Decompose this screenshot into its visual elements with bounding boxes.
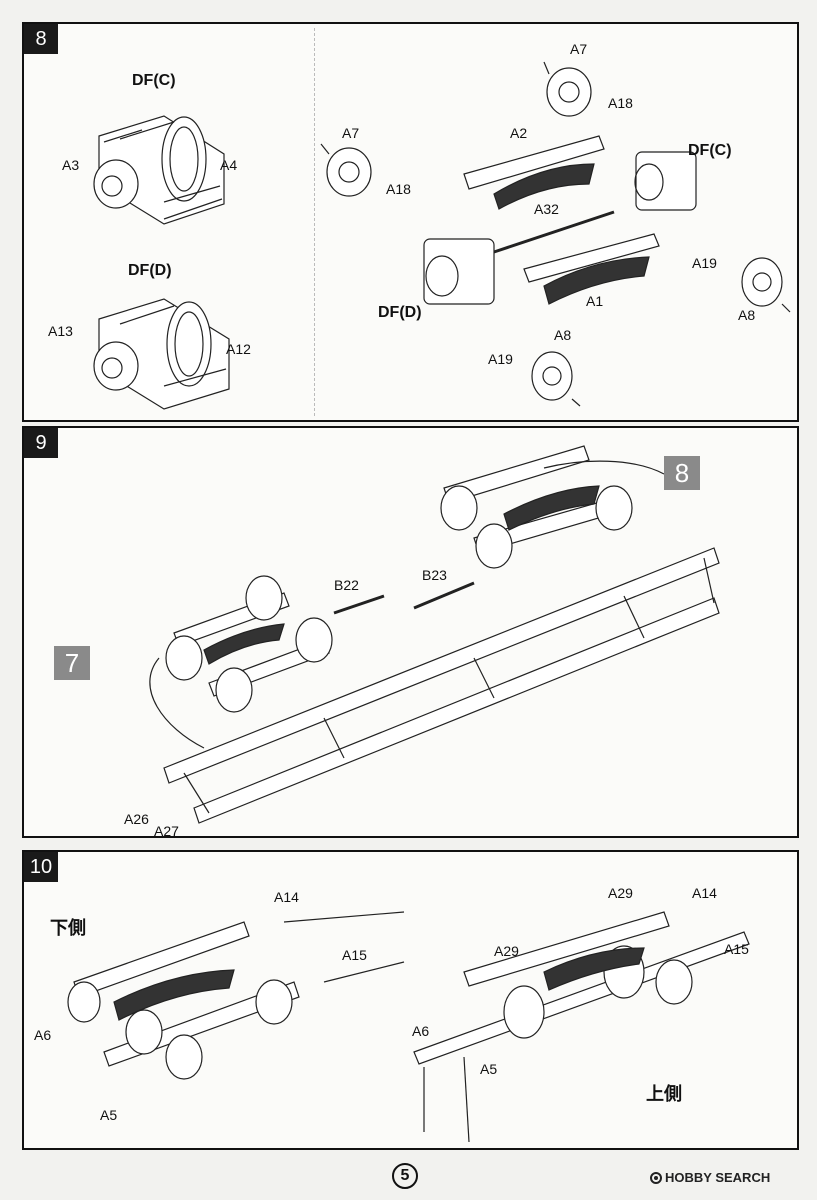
label-a27: A27 (154, 823, 179, 839)
label-a7-top: A7 (570, 41, 588, 57)
label-a3: A3 (62, 157, 80, 173)
drive-shaft-b22 (333, 594, 385, 615)
differential-housing-dfd (93, 298, 230, 410)
label-a5-right: A5 (480, 1061, 498, 1077)
wheel-a8-right (741, 257, 783, 307)
label-a18-left: A18 (386, 181, 411, 197)
label-a7-left: A7 (342, 125, 360, 141)
leader-line (149, 657, 205, 749)
leaf-spring-a2 (463, 135, 605, 210)
leaf-spring-a1 (523, 233, 660, 305)
step-10-drawing (67, 911, 750, 1143)
label-a13: A13 (48, 323, 73, 339)
label-a15-right: A15 (724, 941, 749, 957)
label-dfd-right: DF(D) (378, 304, 422, 321)
rear-bogie-7 (165, 575, 333, 713)
differential-housing-dfc (93, 115, 225, 225)
label-underside: 下側 (50, 918, 86, 939)
page-number: 5 (392, 1163, 418, 1189)
callout-step-7: 7 (54, 646, 90, 680)
label-a32: A32 (534, 201, 559, 217)
step-number: 9 (24, 428, 58, 458)
watermark-brand: HOBBY SEARCH (650, 1170, 770, 1185)
leader-line (543, 460, 665, 475)
label-dfc-right: DF(C) (688, 142, 732, 159)
step-10-panel: 10 下側 上側 A14 A15 A6 A5 A29 A (22, 850, 799, 1150)
callout-step-8: 8 (664, 456, 700, 490)
front-bogie-8 (440, 445, 633, 569)
label-a29-top: A29 (608, 885, 633, 901)
step-number: 10 (24, 852, 58, 882)
axle-housing-dfc-right (634, 151, 697, 211)
wheel-a8-bottom (531, 351, 573, 401)
label-b23: B23 (422, 567, 447, 583)
brand-name: HOBBY SEARCH (665, 1170, 771, 1185)
label-a1: A1 (586, 293, 604, 309)
label-a26: A26 (124, 811, 149, 827)
arrow (571, 398, 581, 407)
label-a14-right: A14 (692, 885, 717, 901)
step-number: 8 (24, 24, 58, 54)
label-a8-bottom: A8 (554, 327, 572, 343)
arrow (543, 61, 550, 75)
underside-view (67, 911, 405, 1080)
label-a6-right: A6 (412, 1023, 430, 1039)
step-9-drawing (149, 445, 720, 824)
step-9-panel: 9 (22, 426, 799, 838)
label-topside: 上側 (646, 1084, 682, 1105)
label-a29-mid: A29 (494, 943, 519, 959)
label-a15-left: A15 (342, 947, 367, 963)
drive-shaft-a32 (493, 210, 615, 254)
label-a2: A2 (510, 125, 528, 141)
axle-housing-dfd-right (423, 238, 495, 305)
label-a14-left: A14 (274, 889, 299, 905)
brand-logo-icon (650, 1171, 662, 1184)
label-a4: A4 (220, 157, 238, 173)
wheel-a7-left (326, 147, 372, 197)
wheel-a7-top (546, 67, 592, 117)
step-8-drawing (93, 61, 791, 410)
arrow (781, 303, 791, 313)
label-a19-bottom: A19 (488, 351, 513, 367)
topside-view (413, 911, 750, 1143)
drive-shaft-b23 (413, 581, 475, 610)
label-a6-left: A6 (34, 1027, 52, 1043)
label-a8-right: A8 (738, 307, 756, 323)
label-a12: A12 (226, 341, 251, 357)
label-b22: B22 (334, 577, 359, 593)
label-a18-top: A18 (608, 95, 633, 111)
label-dfc-left: DF(C) (132, 72, 176, 89)
chassis-frame (163, 547, 720, 824)
label-a5-left: A5 (100, 1107, 118, 1123)
label-dfd-left: DF(D) (128, 262, 172, 279)
label-a19-right: A19 (692, 255, 717, 271)
panel-divider (314, 28, 315, 416)
step-8-panel: 8 (22, 22, 799, 422)
arrow (320, 143, 330, 155)
